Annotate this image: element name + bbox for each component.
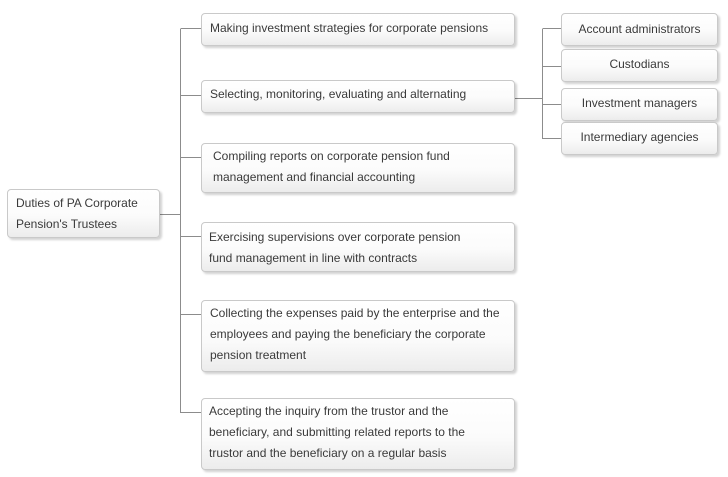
duty-node-collecting-expenses: Collecting the expenses paid by the ente… xyxy=(201,300,515,372)
duty-node-compiling-reports: Compiling reports on corporate pension f… xyxy=(201,143,515,193)
duty-node-accepting-inquiry: Accepting the inquiry from the trustor a… xyxy=(201,398,515,470)
duty-node-exercising-supervisions: Exercising supervisions over corporate p… xyxy=(201,222,515,272)
duty-node-selecting: Selecting, monitoring, evaluating and al… xyxy=(201,80,515,113)
party-node-custodians: Custodians xyxy=(561,49,718,82)
party-node-investment-managers: Investment managers xyxy=(561,88,718,121)
duty-node-investment-strategies: Making investment strategies for corpora… xyxy=(201,13,515,46)
root-node: Duties of PA Corporate Pension's Trustee… xyxy=(7,189,160,238)
party-node-account-administrators: Account administrators xyxy=(561,13,718,46)
party-node-intermediary-agencies: Intermediary agencies xyxy=(561,122,718,155)
